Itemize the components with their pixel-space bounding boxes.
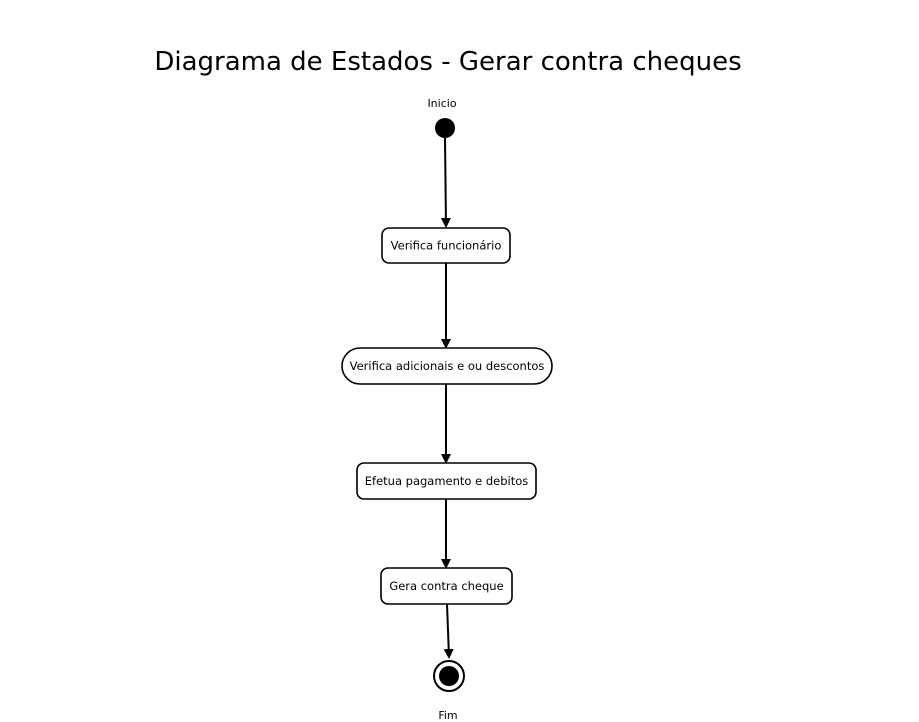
- state-label: Verifica adicionais e ou descontos: [350, 359, 545, 373]
- diagram-title: Diagrama de Estados - Gerar contra chequ…: [154, 47, 741, 77]
- end-label: Fim: [438, 709, 457, 722]
- start-label: Inicio: [427, 97, 456, 110]
- transition-gera-contra-cheque-to-end: [443, 603, 454, 659]
- end-node: [433, 660, 465, 692]
- state-gera-contra-cheque: Gera contra cheque: [380, 567, 513, 605]
- start-node: [435, 118, 455, 138]
- state-efetua-pagamento-e-debitos: Efetua pagamento e debitos: [356, 462, 537, 500]
- state-label: Efetua pagamento e debitos: [365, 474, 529, 488]
- state-verifica-funcionario: Verifica funcionário: [381, 227, 511, 264]
- state-label: Verifica funcionário: [391, 239, 502, 253]
- state-label: Gera contra cheque: [389, 579, 503, 593]
- state-verifica-adicionais-e-ou-descontos: Verifica adicionais e ou descontos: [341, 347, 553, 385]
- transition-start-to-verifica-funcionario: [440, 137, 451, 228]
